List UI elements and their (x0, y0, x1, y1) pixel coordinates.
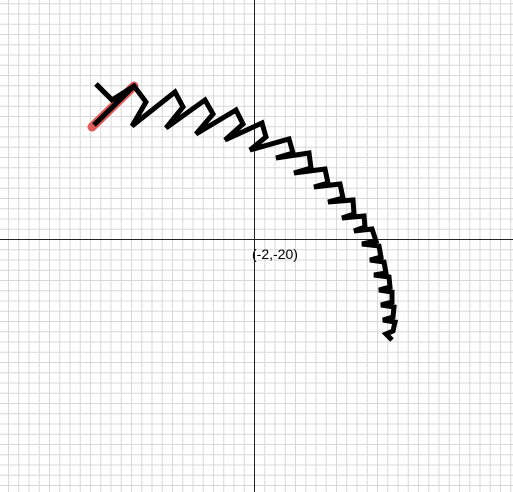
zigzag-path (87, 81, 399, 342)
start-segment-stroke (92, 82, 134, 127)
zigzag-stroke (94, 82, 399, 342)
origin-coordinate-label: (-2,-20) (252, 246, 298, 262)
